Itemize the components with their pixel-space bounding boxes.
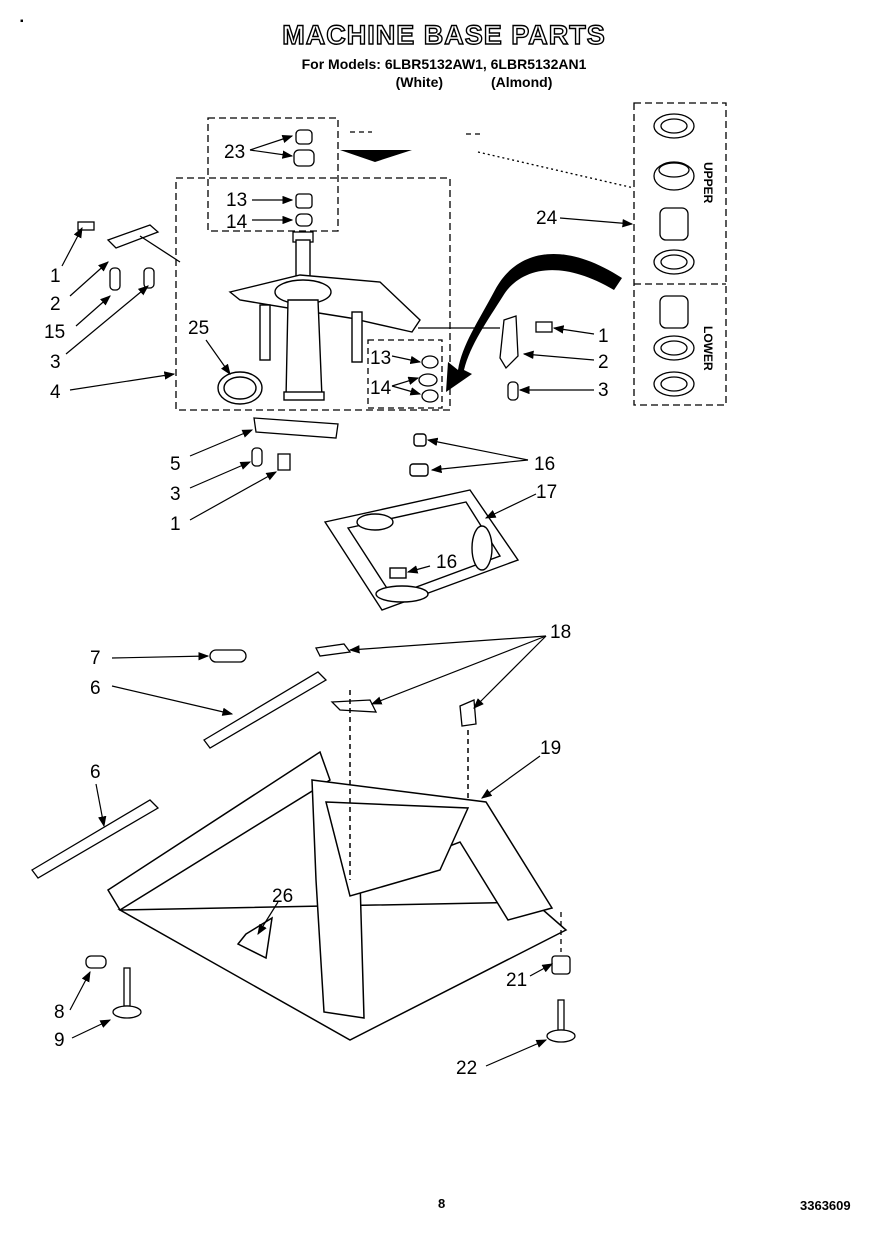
callout-1-center: 1 — [170, 514, 181, 535]
bearing-kit-rings — [653, 113, 695, 397]
center-clip-parts — [251, 417, 339, 471]
upper-label: UPPER — [701, 162, 715, 204]
callout-15: 15 — [44, 322, 65, 343]
callout-16-top: 16 — [534, 454, 555, 475]
callout-3-left: 3 — [50, 352, 61, 373]
callout-21: 21 — [506, 970, 527, 991]
lower-label: LOWER — [701, 326, 715, 371]
variant-line: (White) (Almond) — [0, 74, 888, 90]
callout-8: 8 — [54, 1002, 65, 1023]
callout-24: 24 — [536, 208, 558, 229]
callout-22: 22 — [456, 1058, 477, 1079]
callout-26: 26 — [272, 886, 293, 907]
hub-stack — [292, 129, 315, 243]
snubber-box — [367, 339, 443, 409]
callout-6-top: 6 — [90, 678, 101, 699]
callout-3-center: 3 — [170, 484, 181, 505]
callout-1-right: 1 — [598, 326, 609, 347]
snubber-parts — [418, 355, 439, 403]
machine-base-19 — [106, 690, 568, 1041]
models-line: For Models: 6LBR5132AW1, 6LBR5132AN1 — [301, 56, 587, 72]
callout-7: 7 — [90, 648, 101, 669]
callout-14-top: 14 — [226, 212, 248, 233]
doc-number: 3363609 — [800, 1198, 851, 1213]
callout-25: 25 — [188, 318, 209, 339]
callout-19: 19 — [540, 738, 561, 759]
variant-white: (White) — [395, 74, 444, 90]
leader-lines — [61, 135, 634, 1067]
callout-2-left: 2 — [50, 294, 61, 315]
callout-5: 5 — [170, 454, 181, 475]
page-title: MACHINE BASE PARTS — [282, 19, 606, 50]
right-clip-parts — [418, 315, 553, 401]
callout-4: 4 — [50, 382, 61, 403]
callout-3-right: 3 — [598, 380, 609, 401]
corner-mark: ▪ — [20, 16, 24, 27]
callout-17: 17 — [536, 482, 557, 503]
callout-14-box: 14 — [370, 378, 392, 399]
cabinet-brackets — [31, 643, 477, 879]
callout-18: 18 — [550, 622, 571, 643]
hub-parts-box — [207, 117, 339, 232]
callout-1-left: 1 — [50, 266, 61, 287]
bearing-kit-box — [633, 102, 727, 406]
callout-6-bottom: 6 — [90, 762, 101, 783]
callout-23: 23 — [224, 142, 245, 163]
variant-almond: (Almond) — [490, 74, 553, 90]
tub-support-17 — [323, 433, 520, 611]
gearcase-assembly — [217, 239, 421, 405]
direction-arrow — [340, 150, 412, 162]
callout-2-right: 2 — [598, 352, 609, 373]
callout-13-box: 13 — [370, 348, 391, 369]
callout-9: 9 — [54, 1030, 65, 1051]
leveling-legs — [85, 912, 576, 1043]
callout-labels: 23 13 14 24 1 2 15 3 4 25 1 2 3 13 14 5 … — [44, 142, 609, 1079]
gearcase-box — [175, 177, 451, 411]
kit-arrow — [446, 253, 622, 392]
page-number: 8 — [438, 1196, 446, 1211]
callout-13-top: 13 — [226, 190, 247, 211]
callout-16-bottom: 16 — [436, 552, 457, 573]
left-clip-parts — [77, 221, 181, 291]
